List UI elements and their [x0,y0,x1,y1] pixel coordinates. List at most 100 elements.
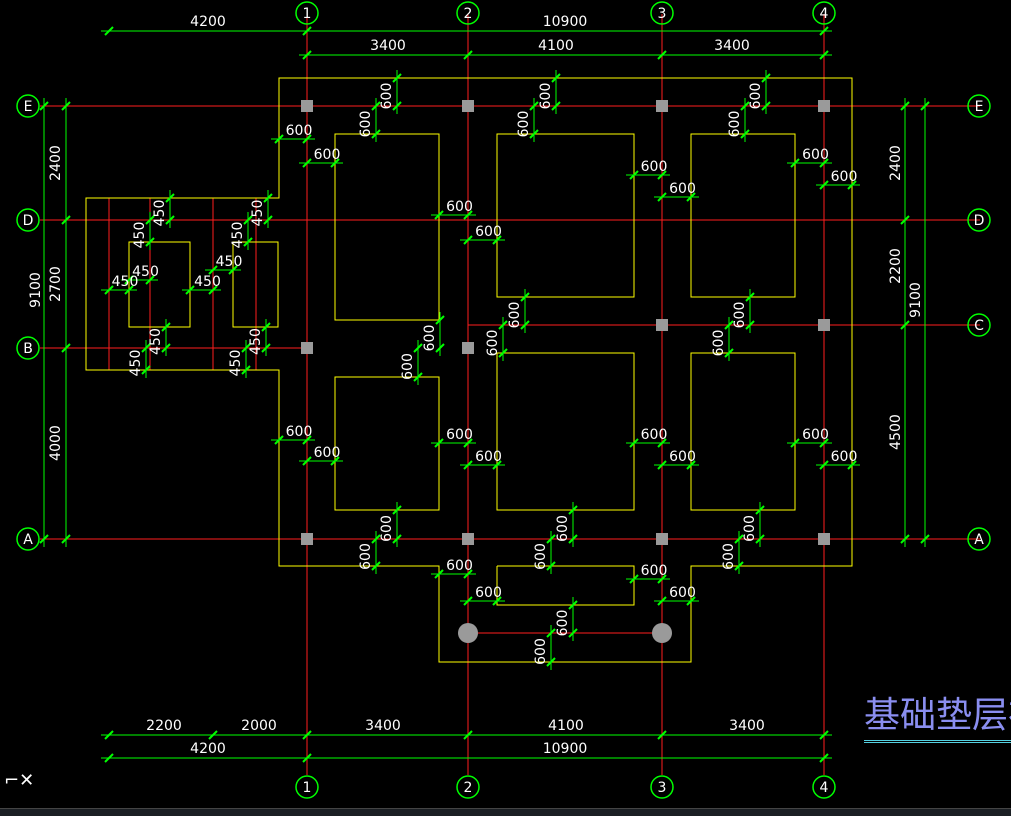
dim-label: 600 [507,302,523,329]
dim-tick [492,596,502,606]
dim-tick [208,265,218,275]
dim-label: 600 [669,585,696,601]
dim-tick [463,730,473,740]
dim-label: 600 [641,427,668,443]
dim-label: 450 [228,350,244,377]
dim-label: 600 [711,330,727,357]
dim-label: 600 [669,181,696,197]
dim-label: 2000 [241,718,277,734]
axis-bubble-bottom-4 [812,775,836,799]
dim-tick [463,235,473,245]
dim-label: 2700 [48,266,64,302]
dim-label: 450 [132,264,159,280]
dim-tick [546,657,556,667]
dim-tick [463,596,473,606]
dim-tick [657,730,667,740]
pad-opening [496,133,635,298]
dim-label: 600 [742,515,758,542]
dim-tick [263,215,273,225]
dim-tick [302,730,312,740]
dim-label: 600 [446,558,473,574]
dim-tick [434,438,444,448]
dim-label: 450 [230,222,246,249]
dim-label: 600 [831,169,858,185]
dim-label: 600 [422,325,438,352]
dim-tick [263,193,273,203]
dim-tick [819,50,829,60]
dim-tick [847,460,857,470]
dim-label: 600 [721,543,737,570]
dim-label: 450 [194,274,221,290]
dim-tick [734,561,744,571]
dim-tick [790,438,800,448]
dim-label: 600 [516,111,532,138]
dim-tick [302,134,312,144]
dim-tick [208,730,218,740]
dim-tick [629,574,639,584]
dim-tick [243,215,253,225]
dim-label: 450 [250,200,266,227]
dim-tick [819,460,829,470]
dim-label: 450 [128,350,144,377]
dim-tick [463,438,473,448]
axis-bubble-right-E [967,94,991,118]
axis-bubble-top-2 [456,1,480,25]
dim-tick [141,343,151,353]
dim-tick [104,730,114,740]
dim-tick [546,628,556,638]
dim-tick [755,505,765,515]
column-square [462,100,474,112]
dim-tick [745,320,755,330]
dim-label: 600 [485,330,501,357]
dim-tick [261,322,271,332]
dim-tick [435,315,445,325]
dim-tick [261,343,271,353]
dim-tick [124,285,134,295]
dim-tick [161,322,171,332]
pad-opening [334,133,440,321]
axis-bubble-top-3-label: 3 [658,6,667,22]
axis-bubble-right-E-label: E [975,99,984,115]
dim-tick [392,505,402,515]
dim-tick [243,237,253,247]
dim-tick [371,129,381,139]
dim-tick [900,101,910,111]
dim-label: 600 [802,147,829,163]
dim-tick [520,320,530,330]
dim-tick [920,534,930,544]
dim-label: 600 [475,449,502,465]
dim-tick [819,180,829,190]
column-square [656,319,668,331]
dim-label: 450 [148,328,164,355]
dim-tick [551,101,561,111]
dim-tick [529,101,539,111]
column-square [301,100,313,112]
dim-tick [734,534,744,544]
dim-label: 600 [533,543,549,570]
dim-tick [657,574,667,584]
dim-tick [145,237,155,247]
dim-tick [761,73,771,83]
dim-tick [745,292,755,302]
dim-label: 600 [533,638,549,665]
axis-bubble-top-4 [812,1,836,25]
column-square [462,533,474,545]
axis-bubble-right-C-label: C [974,318,984,334]
dim-tick [755,534,765,544]
dim-tick [819,26,829,36]
pad-opening [496,565,635,606]
dim-label: 450 [152,200,168,227]
dim-tick [657,460,667,470]
dim-tick [274,435,284,445]
axis-bubble-left-B-label: B [23,341,33,357]
dim-tick [551,73,561,83]
dim-tick [740,101,750,111]
dim-tick [302,456,312,466]
dim-label: 600 [555,515,571,542]
dim-tick [228,265,238,275]
dim-label: 600 [379,83,395,110]
axis-bubble-right-A-label: A [974,532,984,548]
dim-tick [568,628,578,638]
